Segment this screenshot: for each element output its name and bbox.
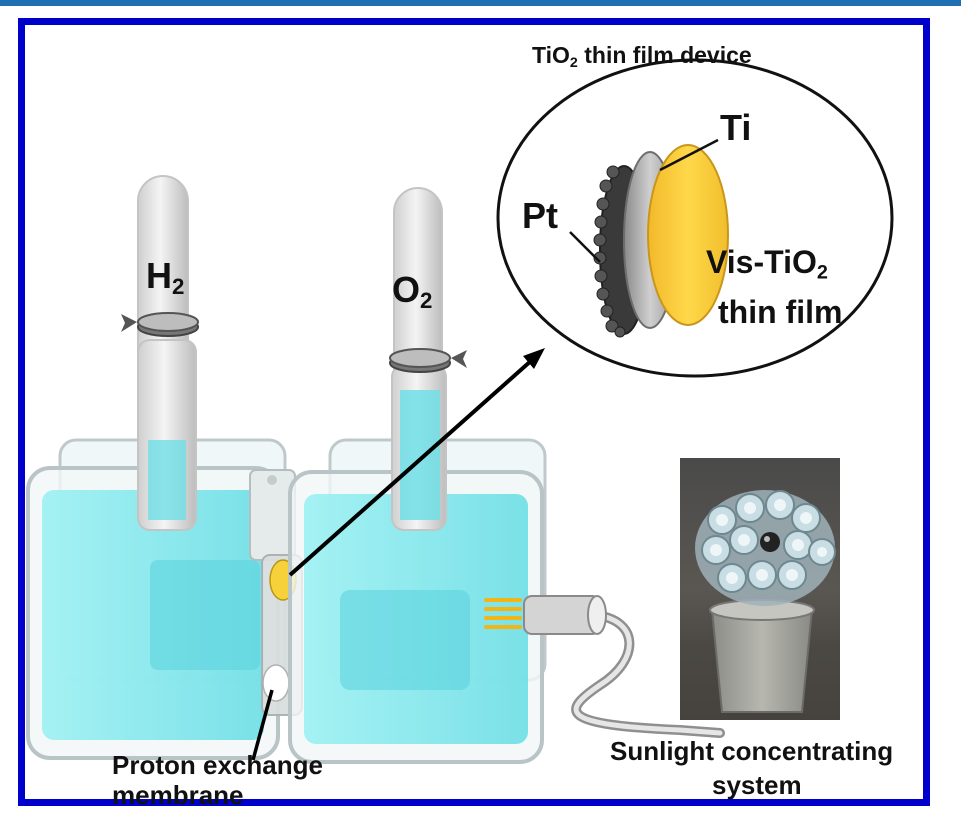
h2-label: H2: [146, 255, 185, 300]
h2-collection-tube: [137, 175, 197, 531]
o2-collection-tube: [391, 187, 447, 531]
header-rule: [0, 0, 961, 6]
light-beams-icon: [484, 598, 522, 629]
device-title: TiO2 thin film device: [532, 42, 752, 71]
ti-label: Ti: [720, 107, 752, 148]
device-callout: [496, 58, 894, 378]
o2-valve-icon: [389, 348, 467, 373]
pt-label: Pt: [522, 195, 558, 236]
membrane-pointer: [251, 689, 274, 761]
sunlight-concentrator-photo: [680, 458, 840, 720]
light-guide: [523, 595, 725, 738]
o2-label: O2: [392, 269, 433, 314]
callout-arrow: [288, 348, 545, 577]
sunlight-label-line1: Sunlight concentrating: [610, 736, 894, 766]
pem-label-line1: Proton exchange: [112, 750, 323, 780]
sunlight-label-line2: system: [712, 770, 802, 800]
film-label-line2: thin film: [718, 294, 843, 330]
pem-label-line2: membrane: [112, 780, 244, 810]
o2-cell: [288, 438, 547, 764]
film-label-line1: Vis-TiO2: [706, 244, 828, 284]
h2-valve-icon: [121, 312, 199, 337]
tio2-film: [647, 144, 729, 326]
h2-cell: [26, 438, 296, 760]
